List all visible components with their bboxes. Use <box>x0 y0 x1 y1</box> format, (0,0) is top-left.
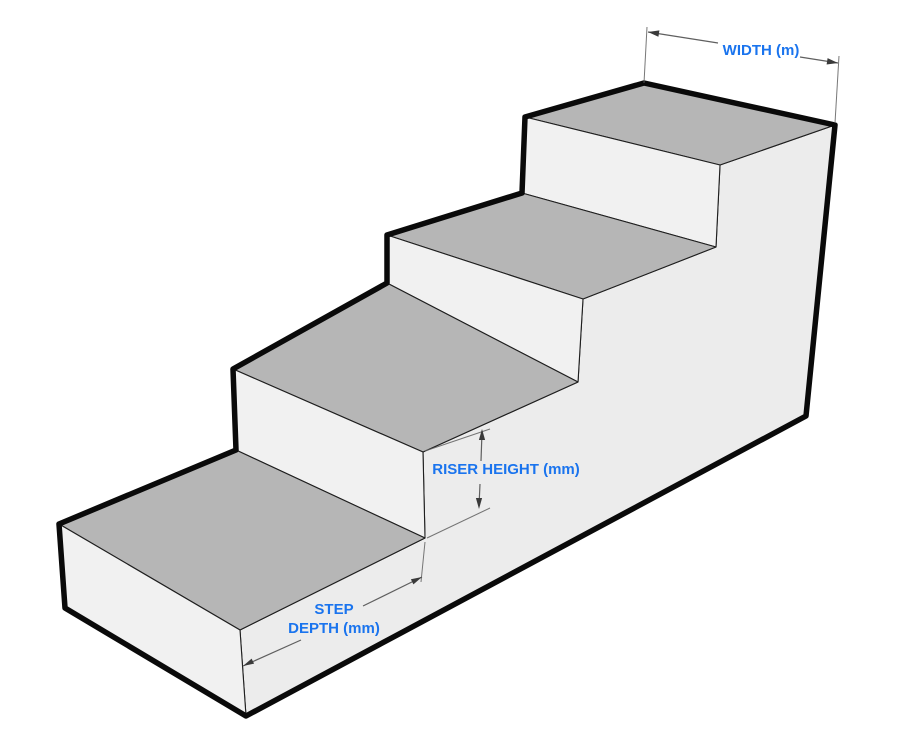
riser-extension-line-top <box>424 428 491 452</box>
riser-height-dimension: RISER HEIGHT (mm) <box>424 428 580 539</box>
width-extension-line-left <box>643 26 648 84</box>
width-extension-line-right <box>834 55 840 124</box>
riser-extension-line-bottom <box>426 507 491 539</box>
staircase <box>56 80 838 719</box>
step-depth-arrowhead-upper <box>410 577 422 585</box>
step-depth-label-line1: STEP <box>314 601 353 618</box>
width-arrowhead-right <box>826 58 838 65</box>
width-dim-line-left <box>647 31 719 44</box>
width-arrowhead-left <box>648 30 660 37</box>
riser-arrowhead-top <box>478 429 486 440</box>
width-dimension: WIDTH (m) <box>643 26 840 124</box>
riser-height-label: RISER HEIGHT (mm) <box>432 461 580 478</box>
riser-arrowhead-bottom <box>475 498 483 509</box>
step-depth-extension-line-top <box>420 541 426 583</box>
step-depth-label-line2: DEPTH (mm) <box>288 620 380 637</box>
width-label: WIDTH (m) <box>723 42 800 59</box>
staircase-silhouette-outline <box>56 80 838 719</box>
step-depth-dimension: STEP DEPTH (mm) <box>242 541 426 667</box>
step-depth-arrowhead-lower <box>243 658 255 666</box>
